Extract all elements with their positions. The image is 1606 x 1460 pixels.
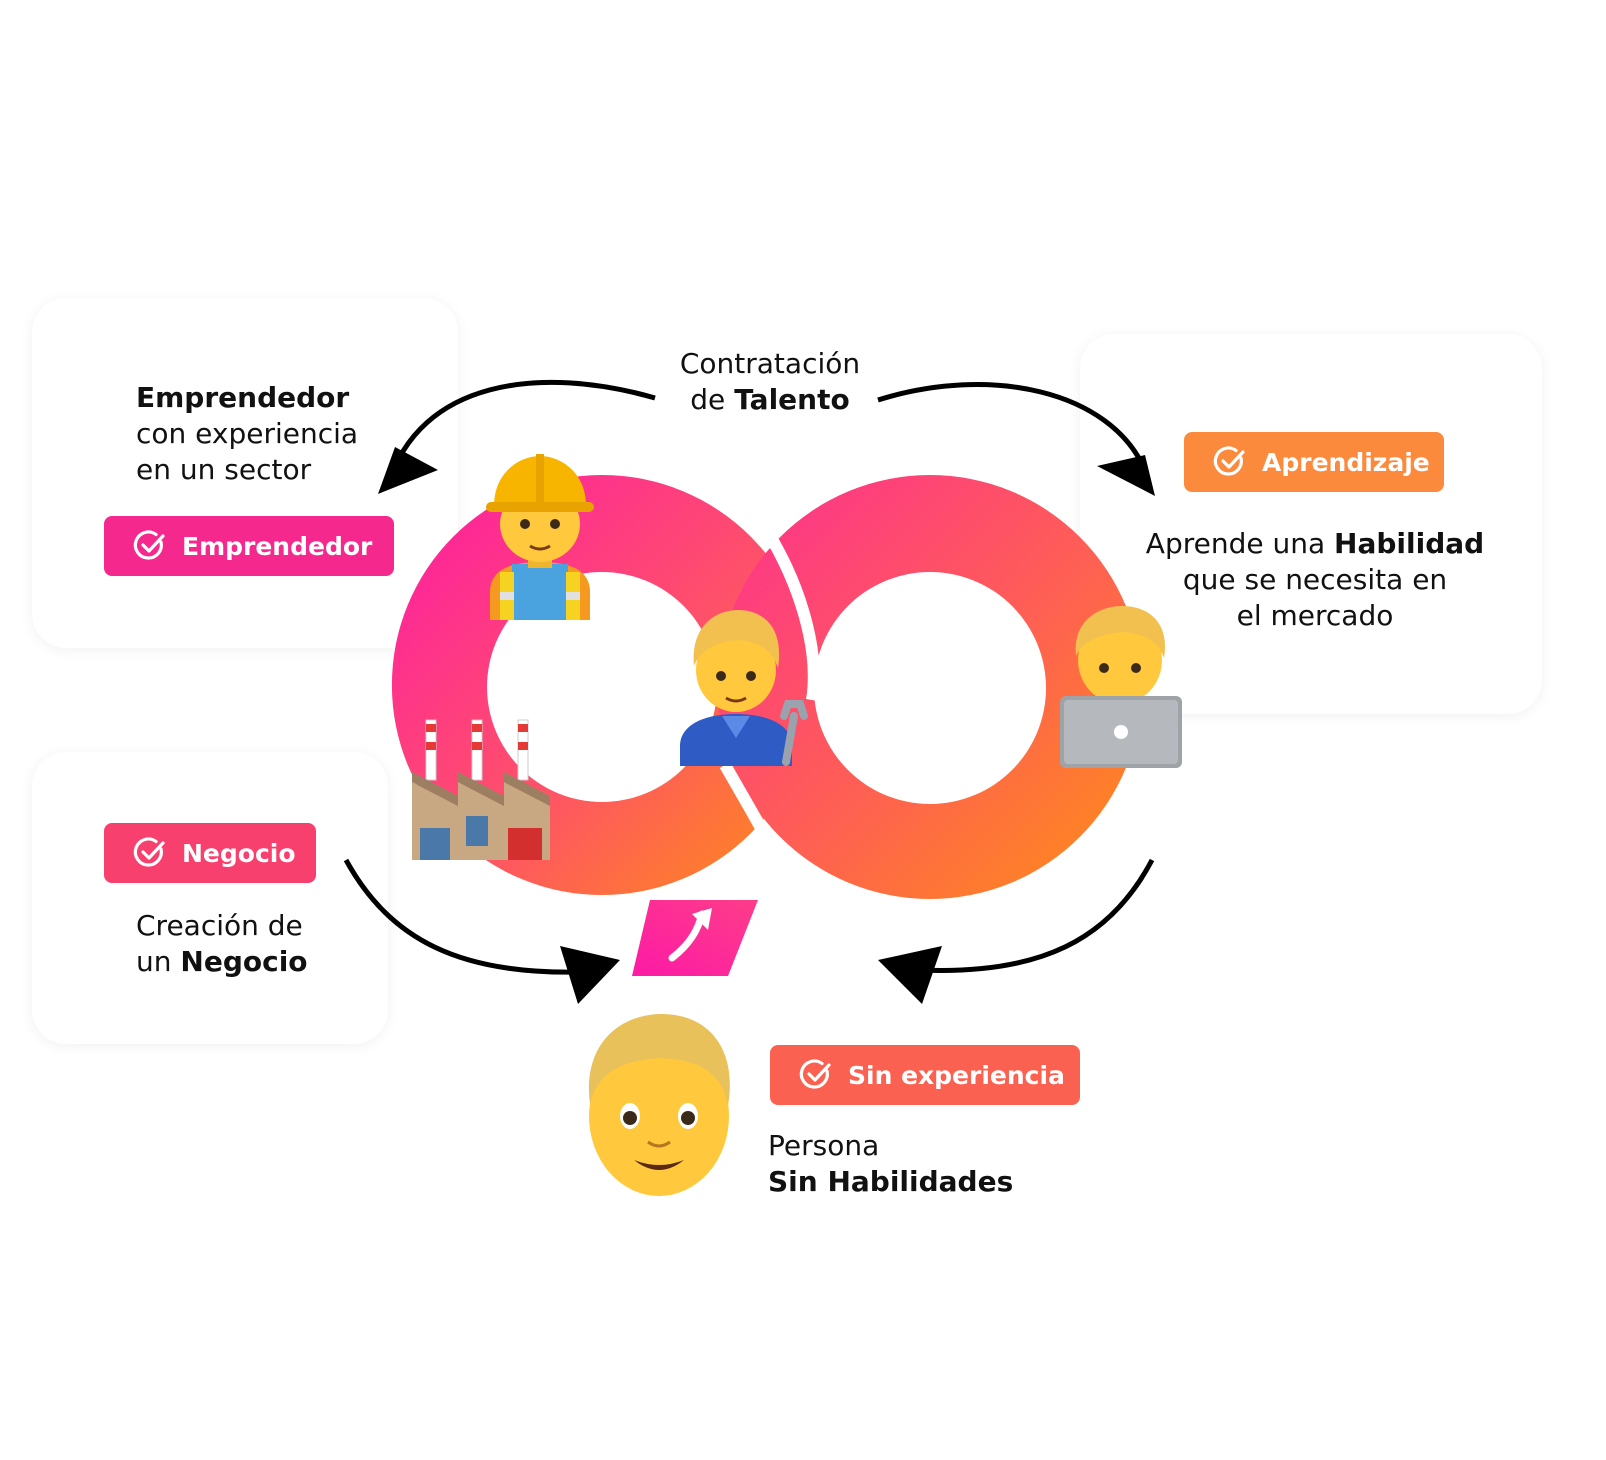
arrow-top-left: [385, 379, 656, 486]
technologist-icon: [1060, 606, 1182, 768]
check-circle-icon: [1213, 446, 1245, 476]
negocio-card: [32, 752, 388, 1044]
arrow-top-right: [877, 382, 1148, 472]
man-face-icon: [588, 1014, 730, 1196]
check-circle-icon: [133, 530, 165, 560]
arrow-bottom-right: [919, 858, 1155, 973]
right-ring: [718, 475, 1142, 899]
factory-icon: [412, 719, 550, 860]
sin-experiencia-badge[interactable]: Sin experiencia: [770, 1045, 1080, 1105]
emprendedor-badge[interactable]: Emprendedor: [104, 516, 394, 576]
check-circle-icon: [133, 837, 165, 867]
aprendizaje-description: Aprende una Habilidad que se necesita en…: [1145, 527, 1485, 632]
emprendedor-description: Emprendedor con experiencia en un sector: [136, 381, 359, 486]
contratacion-label: Contratación de Talento: [679, 347, 861, 416]
mechanic-icon: [680, 610, 808, 766]
aprendizaje-badge[interactable]: Aprendizaje: [1184, 432, 1444, 492]
negocio-badge[interactable]: Negocio: [104, 823, 316, 883]
arrow-bottom-left: [343, 858, 583, 975]
construction-worker-icon: [486, 454, 594, 620]
check-circle-icon: [799, 1059, 831, 1089]
negocio-description: Creación de un Negocio: [136, 909, 308, 978]
sin-experiencia-description: Persona Sin Habilidades: [768, 1129, 1014, 1198]
